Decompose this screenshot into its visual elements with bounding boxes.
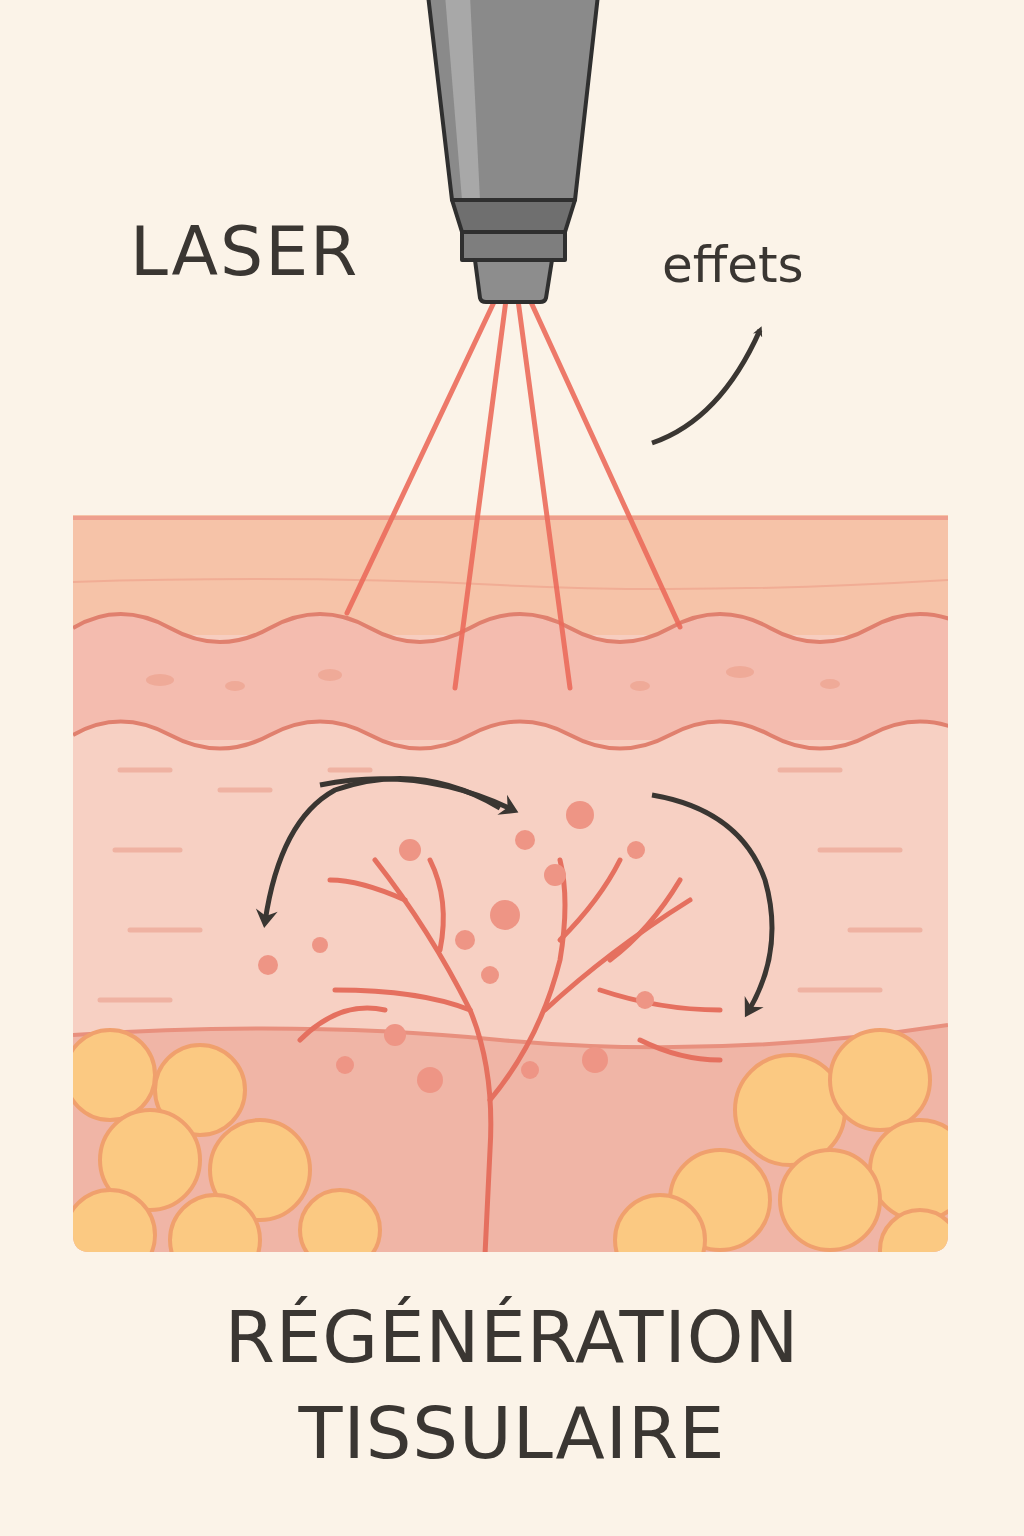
laser-beams [347,300,680,688]
circulation-arrows [265,778,772,1012]
effects-label: effets [662,236,804,294]
blood-vessel-tree [300,860,720,1255]
caption: RÉGÉNÉRATION TISSULAIRE [112,1290,912,1482]
effects-arrow [652,330,760,443]
laser-device [428,0,598,302]
skin-section [65,515,970,1290]
laser-label: LASER [130,212,359,291]
